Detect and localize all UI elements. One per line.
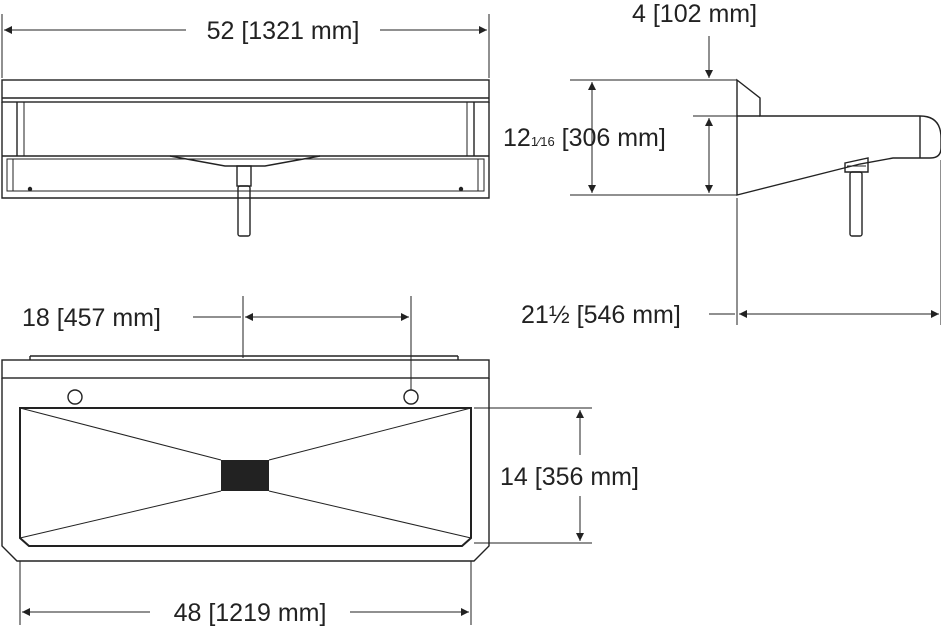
depth-metric: [546 mm]	[570, 301, 681, 329]
height-label: 121⁄16 [306 mm]	[503, 124, 666, 152]
depth-fraction: ½	[549, 301, 570, 329]
hole-spacing-label: 18 [457 mm]	[22, 304, 161, 332]
side-elevation-view	[570, 78, 941, 325]
dimension-labels: 52 [1321 mm] 4 [102 mm] 121⁄16 [306 mm] …	[22, 0, 757, 627]
depth-label: 21½ [546 mm]	[521, 301, 681, 329]
height-whole: 12	[503, 124, 531, 152]
faucet-hole-right	[403, 389, 419, 405]
basin-width-label: 48 [1219 mm]	[174, 599, 327, 627]
depth-whole: 21	[521, 301, 549, 329]
dimension-lines	[4, 26, 939, 616]
overall-width-label: 52 [1321 mm]	[207, 17, 360, 45]
height-metric: [306 mm]	[555, 124, 666, 152]
front-elevation-view	[1, 14, 490, 237]
height-fraction: 1⁄16	[531, 134, 555, 149]
basin-depth-label: 14 [356 mm]	[500, 463, 639, 491]
drain-grate	[221, 460, 269, 491]
faucet-hole-left	[67, 389, 83, 405]
plan-view	[1, 296, 592, 625]
top-setback-label: 4 [102 mm]	[632, 0, 757, 28]
